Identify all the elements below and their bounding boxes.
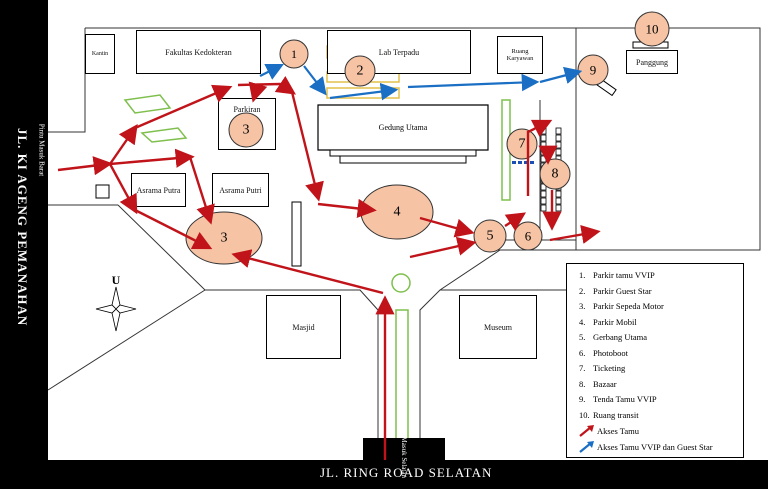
building-ruang-karyawan: Ruang Karyawan: [497, 36, 543, 74]
marker-6: 6: [525, 229, 532, 244]
vvip-routes: [259, 64, 583, 101]
legend-guest-access-arrow-icon: [579, 425, 594, 437]
legend-item-label: Parkir Guest Star: [593, 285, 652, 296]
legend-item: 8. Bazaar: [579, 379, 617, 389]
marker-10-circle: [634, 11, 670, 47]
legend-item-label: Tenda Tamu VVIP: [593, 394, 657, 404]
compass-north-label: U: [112, 273, 121, 287]
marker-10: 10: [646, 22, 659, 37]
road-south-label: JL. RING ROAD SELATAN: [320, 465, 493, 480]
legend-item-number: 4.: [579, 316, 586, 327]
legend-item: 3. Parkir Sepeda Motor: [579, 301, 664, 311]
legend-item-number: 9.: [579, 394, 586, 404]
legend-vvip-access-arrow-icon: [579, 440, 594, 453]
legend-item-label: Gerbang Utama: [593, 332, 648, 342]
building-panggung: Panggung: [626, 50, 678, 74]
legend-item: 1. Parkir tamu VVIP: [579, 270, 655, 280]
legend-item-number: 3.: [579, 301, 586, 311]
compass-rose-icon: [95, 286, 137, 332]
building-fakultas: Fakultas Kedokteran: [136, 30, 261, 74]
gate-south: Pintu Masuk Selatan: [363, 420, 445, 478]
map-legend: 1. Parkir tamu VVIP 2. Parkir Guest Star 3. P…: [566, 263, 744, 458]
legend-item: 2. Parkir Guest Star: [579, 286, 652, 296]
legend-item-number: 7.: [579, 363, 586, 373]
legend-item-label: Parkir Sepeda Motor: [593, 301, 664, 311]
marker-3b: 3: [221, 231, 228, 246]
guest-routes: [57, 76, 601, 460]
marker-5: 5: [487, 229, 494, 244]
legend-item-label: Ruang transit: [593, 409, 639, 420]
marker-8: 8: [552, 167, 559, 182]
gate-west: Pintu Masuk Barat: [34, 124, 48, 176]
marker-3a: 3: [243, 123, 250, 138]
legend-item: 9. Tenda Tamu VVIP: [579, 394, 657, 404]
legend-item: 5. Gerbang Utama: [579, 332, 647, 342]
legend-item-number: 8.: [579, 378, 586, 389]
legend-item-label: Parkir Mobil: [593, 316, 637, 327]
legend-item-label: Parkir tamu VVIP: [593, 270, 655, 280]
legend-item-number: 5.: [579, 332, 586, 342]
legend-item-label: Bazaar: [593, 378, 617, 389]
building-kantin: Kantin: [85, 34, 115, 74]
legend-item-number: 10.: [579, 409, 590, 420]
legend-item-number: 6.: [579, 347, 586, 358]
marker-9: 9: [590, 63, 597, 78]
road-south: [0, 460, 768, 489]
marker-2: 2: [357, 64, 364, 79]
building-masjid: Masjid: [266, 295, 341, 359]
legend-item: 10.Ruang transit: [579, 410, 639, 420]
building-asrama-putri: Asrama Putri: [212, 173, 269, 207]
marker-4: 4: [394, 205, 401, 220]
legend-item-label: Ticketing: [593, 363, 626, 373]
marker-1: 1: [291, 47, 297, 61]
building-asrama-putra: Asrama Putra: [131, 173, 186, 207]
building-gedung-utama: Gedung Utama: [378, 123, 428, 132]
legend-guest-access: Akses Tamu: [579, 425, 639, 437]
marker-1-circle: [279, 39, 309, 69]
marker-3a-circle: [228, 112, 264, 148]
road-west: [0, 0, 48, 460]
legend-item-number: 2.: [579, 285, 586, 296]
legend-item-label: Photoboot: [593, 347, 628, 358]
legend-item: 4. Parkir Mobil: [579, 317, 637, 327]
legend-item-number: 1.: [579, 270, 586, 280]
route-west-entry: [57, 156, 113, 176]
legend-item: 6. Photoboot: [579, 348, 628, 358]
marker-7: 7: [519, 137, 526, 152]
marker-7-circle: [506, 128, 538, 160]
marker-2-circle: [344, 55, 376, 87]
building-museum: Museum: [459, 295, 537, 359]
legend-vvip-access: Akses Tamu VVIP dan Guest Star: [579, 440, 713, 453]
legend-vvip-access-label: Akses Tamu VVIP dan Guest Star: [597, 441, 713, 452]
legend-guest-access-label: Akses Tamu: [597, 426, 639, 436]
legend-item: 7. Ticketing: [579, 363, 625, 373]
